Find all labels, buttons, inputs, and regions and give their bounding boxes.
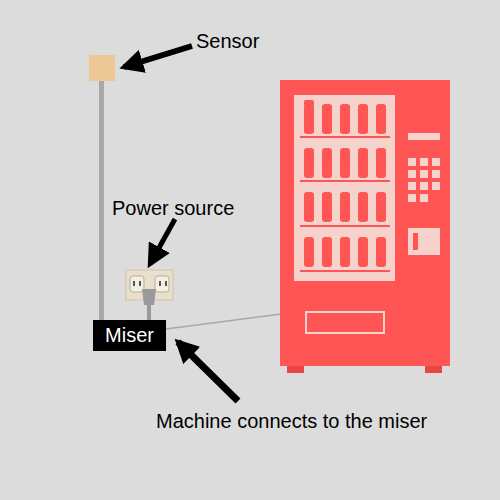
callout-label: Power source — [112, 196, 234, 220]
callout-label: Sensor — [196, 29, 259, 53]
callout-label: Machine connects to the miser — [156, 409, 427, 433]
sensor-pole — [99, 80, 104, 322]
callout-arrow — [124, 46, 192, 67]
callout-arrow — [150, 219, 175, 264]
power-outlet — [126, 270, 173, 321]
machine-wire — [166, 314, 281, 329]
vending-machine — [280, 80, 450, 373]
sensor-symbol — [89, 55, 115, 81]
miser-box: Miser — [93, 320, 166, 351]
node-text: Miser — [105, 324, 154, 347]
callout-arrow — [178, 342, 238, 401]
